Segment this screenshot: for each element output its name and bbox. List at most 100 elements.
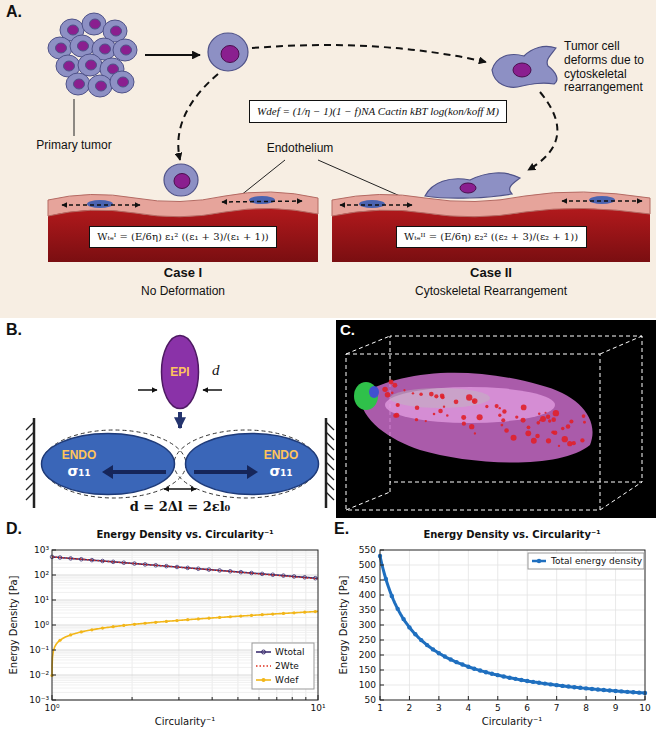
grid-line: [380, 655, 645, 656]
label-holder: No Deformation: [141, 285, 225, 299]
solid-arrow: [145, 54, 200, 56]
ellipse-shape: [110, 71, 134, 93]
tick-mark: [52, 675, 56, 676]
label-holder: d: [212, 362, 220, 379]
label-holder: 10⁻²: [29, 670, 49, 680]
label-holder: Circularity⁻¹: [155, 716, 215, 728]
line-shape: [326, 432, 334, 440]
formula-text: Wdef = (1/η − 1)(1 − f)NA Cactin kBT log…: [257, 105, 499, 118]
tick-label: 7: [554, 703, 560, 713]
curve-marker: [602, 688, 606, 692]
panel-letter: E.: [334, 520, 349, 538]
curve-marker: [537, 681, 541, 685]
red-speckle: [536, 421, 540, 425]
curve-marker: [133, 623, 136, 626]
line-shape: [26, 432, 34, 440]
tick-mark: [380, 640, 384, 641]
ellipse-shape: [113, 39, 137, 61]
curve-marker: [144, 622, 147, 625]
label-holder: Case I: [164, 266, 202, 281]
part-label: Primary tumor: [36, 139, 111, 153]
red-speckle: [415, 418, 418, 421]
label-holder: 3: [436, 703, 442, 713]
gap-arrow: [164, 488, 196, 490]
label-holder: 10¹: [310, 703, 325, 713]
label-holder: 5: [495, 703, 501, 713]
label-holder: 10¹: [34, 595, 49, 605]
label-holder: 150: [359, 665, 376, 675]
tick-mark: [52, 600, 56, 601]
label-holder: Endothelium: [267, 142, 334, 156]
curve-total: [52, 557, 318, 578]
grid-line: [52, 626, 318, 627]
case-title: Case I: [164, 266, 202, 281]
ellipse-shape: [64, 61, 75, 71]
line-shape: [326, 462, 334, 470]
red-speckle: [501, 424, 504, 427]
label-holder: Cytoskeletal Rearrangement: [415, 285, 567, 299]
red-speckle: [553, 410, 559, 416]
axis-title: Energy Density [Pa]: [338, 576, 350, 675]
curve-marker: [413, 632, 417, 636]
grid-line: [52, 580, 318, 581]
red-speckle: [433, 413, 436, 416]
red-speckle: [438, 409, 443, 414]
marker-blue: [369, 386, 379, 398]
curve-marker: [431, 647, 435, 651]
curve-marker: [484, 670, 488, 674]
curve-marker: [175, 619, 178, 622]
plot-ground: [52, 550, 318, 700]
endothelial-nucleus: [249, 196, 275, 204]
tick-label: 5: [495, 703, 501, 713]
formula-text: Wₜₑᴵᴵ = (E/6η) ε₂² ((ε₂ + 3)/(ε₂ + 1)): [404, 231, 578, 243]
grid-line: [52, 632, 318, 633]
panel-letter: A.: [6, 3, 22, 21]
red-speckle: [485, 405, 488, 408]
curve-marker: [186, 618, 189, 621]
endothelial-nucleus: [359, 200, 385, 208]
ellipse-shape: [66, 73, 90, 95]
curve-marker: [496, 673, 500, 677]
render-ground: [336, 320, 656, 518]
label-holder: 10³: [34, 545, 49, 555]
curve-marker: [314, 610, 317, 613]
legend-sample: [256, 651, 271, 653]
tick-mark: [409, 696, 410, 700]
plot-frame: [380, 550, 645, 700]
curve-marker: [578, 686, 582, 690]
plot-frame: [52, 550, 318, 700]
tick-mark: [237, 697, 238, 700]
red-speckle: [539, 419, 541, 421]
curve-marker: [572, 685, 576, 689]
tick-label: 8: [583, 703, 589, 713]
line-shape: [346, 336, 390, 354]
curve-marker: [425, 643, 429, 647]
stress-arrowhead: [247, 465, 258, 479]
legend-entry: 2Wte: [275, 661, 299, 671]
tick-label: 10²: [34, 570, 49, 580]
part-label: Endothelium: [267, 142, 334, 156]
ellipse-shape: [88, 75, 112, 97]
red-speckle: [454, 399, 459, 404]
curve-marker: [384, 577, 388, 581]
ellipse-shape: [111, 26, 122, 36]
legend-sample: [262, 650, 266, 654]
endothelial-nucleus: [87, 200, 113, 208]
line-shape: [326, 472, 334, 480]
tick-mark: [380, 655, 384, 656]
tick-mark: [380, 700, 384, 701]
cell-render: [385, 387, 555, 423]
red-speckle: [515, 415, 518, 418]
line-shape: [346, 492, 390, 510]
line-shape: [26, 422, 34, 430]
legend-text: 2Wte: [275, 661, 299, 671]
label-holder: 10: [639, 703, 650, 713]
red-speckle: [425, 420, 427, 422]
force-arrow: [178, 412, 182, 428]
ellipse-shape: [118, 77, 129, 87]
label-holder: 1: [377, 703, 383, 713]
grid-line: [52, 582, 318, 583]
label-holder: Tumor cell deforms due to cytoskeletal r…: [564, 40, 654, 95]
dashed-double-arrow: [222, 201, 302, 202]
tick-mark: [258, 697, 259, 700]
